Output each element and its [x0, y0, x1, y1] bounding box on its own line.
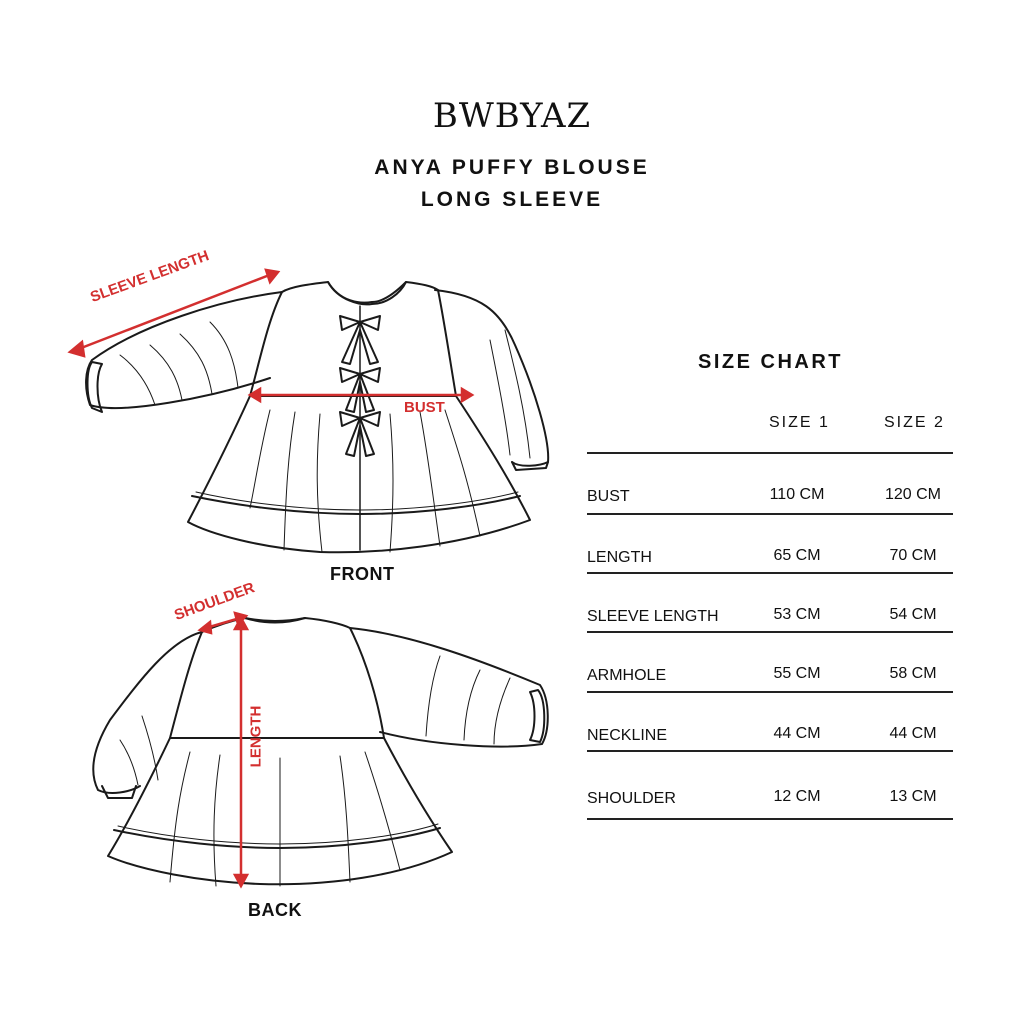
product-title: ANYA PUFFY BLOUSE: [374, 156, 650, 179]
table-divider: [587, 513, 953, 515]
column-header-size-2: SIZE 2: [884, 414, 945, 431]
table-divider: [587, 691, 953, 693]
table-divider: [587, 452, 953, 454]
size-2-value: 54 CM: [889, 606, 937, 623]
product-subtitle: LONG SLEEVE: [420, 188, 604, 211]
size-1-value: 12 CM: [773, 788, 821, 805]
size-2-value: 120 CM: [884, 486, 942, 503]
table-row-sleeve-length: SLEEVE LENGTH 53 CM 54 CM: [587, 574, 953, 634]
size-1-value: 53 CM: [773, 606, 821, 623]
row-label: SHOULDER: [587, 790, 676, 807]
table-divider: [587, 750, 953, 752]
size-2-value: 70 CM: [889, 547, 937, 564]
table-row-shoulder: SHOULDER 12 CM 13 CM: [587, 756, 953, 816]
table-row-length: LENGTH 65 CM 70 CM: [587, 515, 953, 575]
back-label: BACK: [248, 900, 302, 920]
table-divider: [587, 572, 953, 574]
size-2-value: 58 CM: [889, 665, 937, 682]
size-1-value: 44 CM: [773, 725, 821, 742]
table-row-armhole: ARMHOLE 55 CM 58 CM: [587, 633, 953, 693]
size-2-value: 13 CM: [889, 788, 937, 805]
table-row-bust: BUST 110 CM 120 CM: [587, 454, 953, 514]
row-label: NECKLINE: [587, 727, 668, 744]
row-label: ARMHOLE: [587, 667, 667, 684]
size-1-value: 65 CM: [773, 547, 821, 564]
bust-label: BUST: [404, 399, 445, 416]
size-1-value: 55 CM: [773, 665, 821, 682]
row-label: SLEEVE LENGTH: [587, 608, 719, 625]
table-divider: [587, 818, 953, 820]
column-header-size-1: SIZE 1: [769, 414, 830, 431]
front-label: FRONT: [330, 564, 395, 584]
table-divider: [587, 631, 953, 633]
row-label: LENGTH: [587, 549, 652, 566]
brand-logo: BWBYAZ: [432, 96, 592, 136]
table-row-neckline: NECKLINE 44 CM 44 CM: [587, 693, 953, 753]
front-blouse-illustration: [67, 268, 550, 554]
size-2-value: 44 CM: [889, 725, 937, 742]
back-blouse-illustration: [92, 611, 549, 889]
size-1-value: 110 CM: [769, 486, 825, 503]
size-chart-title: SIZE CHART: [698, 351, 843, 373]
row-label: BUST: [587, 488, 630, 505]
length-label: LENGTH: [247, 705, 265, 768]
